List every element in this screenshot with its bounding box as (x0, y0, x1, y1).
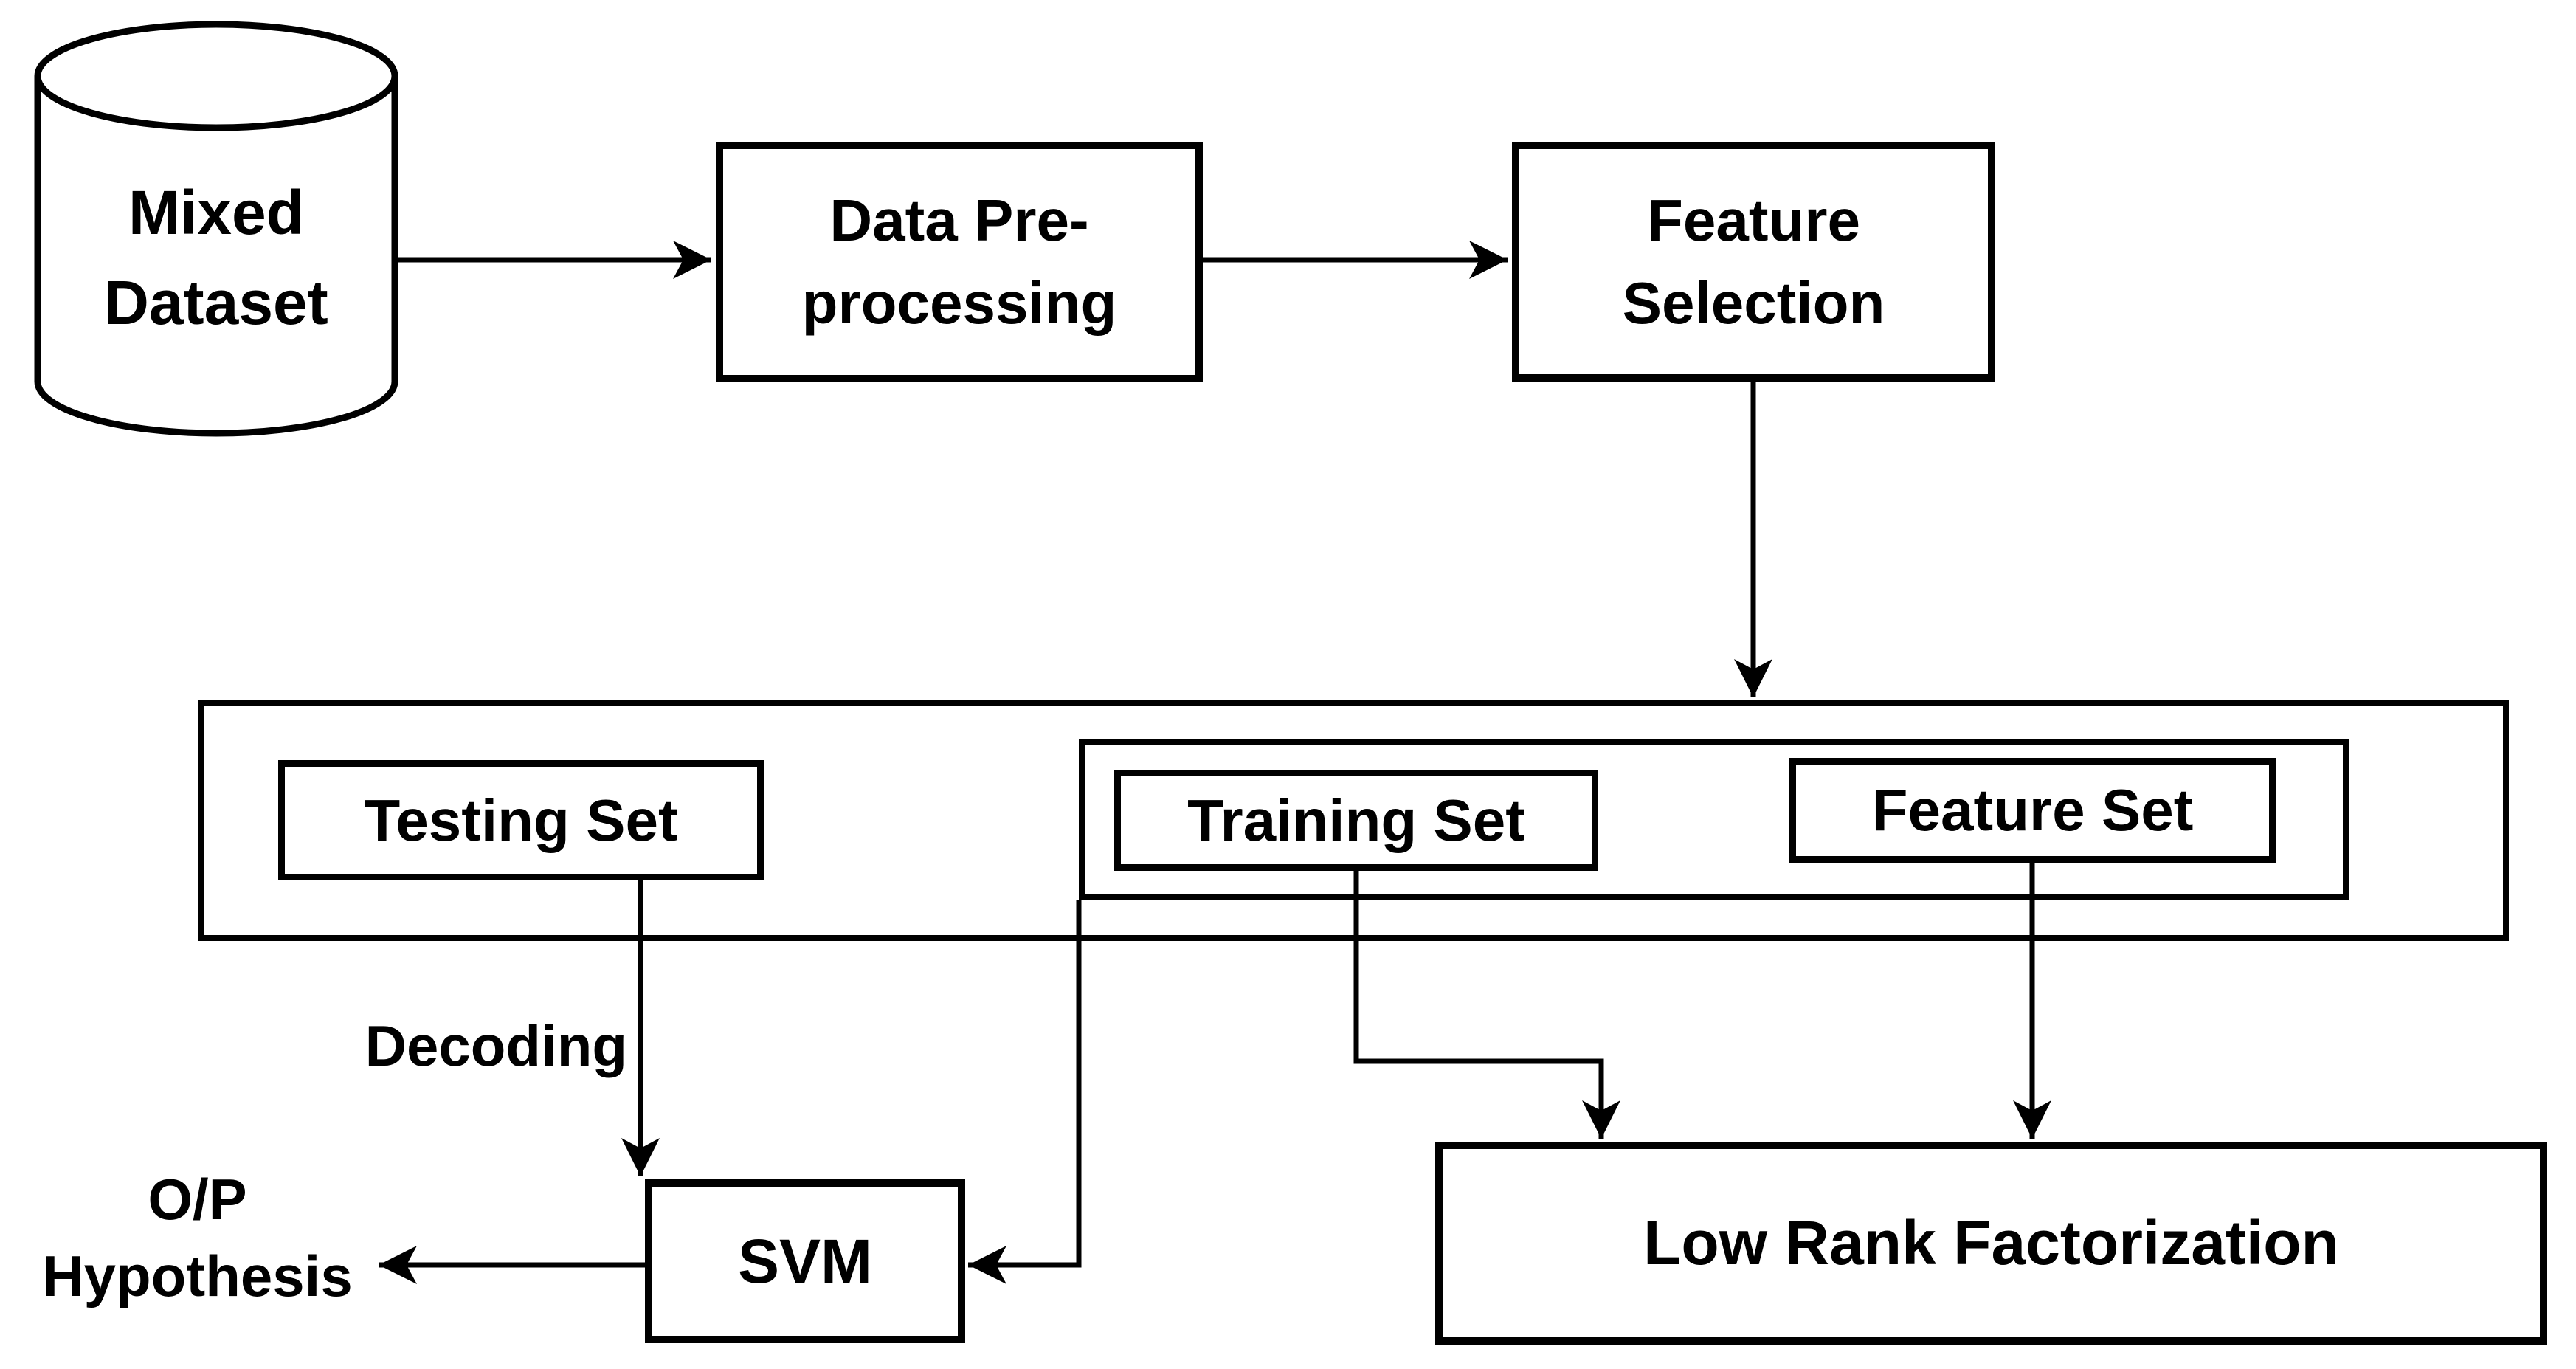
testing-set-box: Testing Set (278, 760, 764, 880)
feature-set-box: Feature Set (1789, 758, 2276, 863)
mixed-dataset-label: Mixed Dataset (104, 178, 328, 337)
training-group-container (1079, 739, 2349, 900)
data-preprocessing-box: Data Pre- processing (716, 142, 1203, 382)
arrow-training-set-to-lrf (1353, 871, 1620, 1139)
svm-box: SVM (645, 1179, 965, 1343)
cylinder-body (34, 76, 398, 437)
cylinder-top-ellipse (34, 21, 398, 131)
feature-selection-box: Feature Selection (1512, 142, 1995, 382)
output-hypothesis-label: O/P Hypothesis (42, 1167, 353, 1308)
training-set-box: Training Set (1114, 770, 1598, 871)
mixed-dataset-cylinder (34, 21, 398, 437)
decoding-label: Decoding (365, 1013, 627, 1078)
arrow-training-group-to-svm (968, 900, 1082, 1284)
low-rank-factorization-box: Low Rank Factorization (1435, 1142, 2547, 1345)
